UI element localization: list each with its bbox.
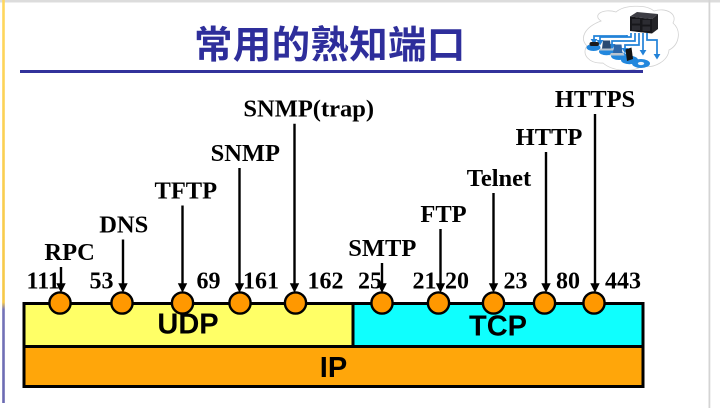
svg-text:111: 111: [27, 269, 60, 295]
svg-text:21: 21: [413, 269, 437, 295]
svg-text:80: 80: [556, 269, 580, 295]
svg-text:162: 162: [308, 269, 344, 295]
svg-text:SMTP: SMTP: [348, 235, 416, 262]
svg-text:23: 23: [504, 269, 528, 295]
svg-text:DNS: DNS: [99, 212, 148, 239]
svg-text:IP: IP: [320, 352, 347, 384]
svg-text:161: 161: [243, 269, 279, 295]
svg-text:SNMP: SNMP: [211, 140, 280, 167]
svg-text:TFTP: TFTP: [154, 178, 217, 205]
svg-text:UDP: UDP: [157, 309, 218, 341]
svg-text:HTTP: HTTP: [516, 124, 583, 151]
svg-text:20: 20: [445, 269, 469, 295]
svg-text:443: 443: [605, 269, 641, 295]
svg-text:SNMP(trap): SNMP(trap): [243, 96, 374, 123]
svg-text:TCP: TCP: [469, 311, 527, 343]
svg-text:53: 53: [90, 269, 114, 295]
svg-text:69: 69: [197, 269, 221, 295]
svg-text:25: 25: [358, 269, 382, 295]
svg-text:FTP: FTP: [420, 201, 466, 228]
svg-text:Telnet: Telnet: [467, 165, 532, 192]
svg-text:HTTPS: HTTPS: [555, 86, 635, 113]
svg-text:RPC: RPC: [44, 239, 94, 266]
